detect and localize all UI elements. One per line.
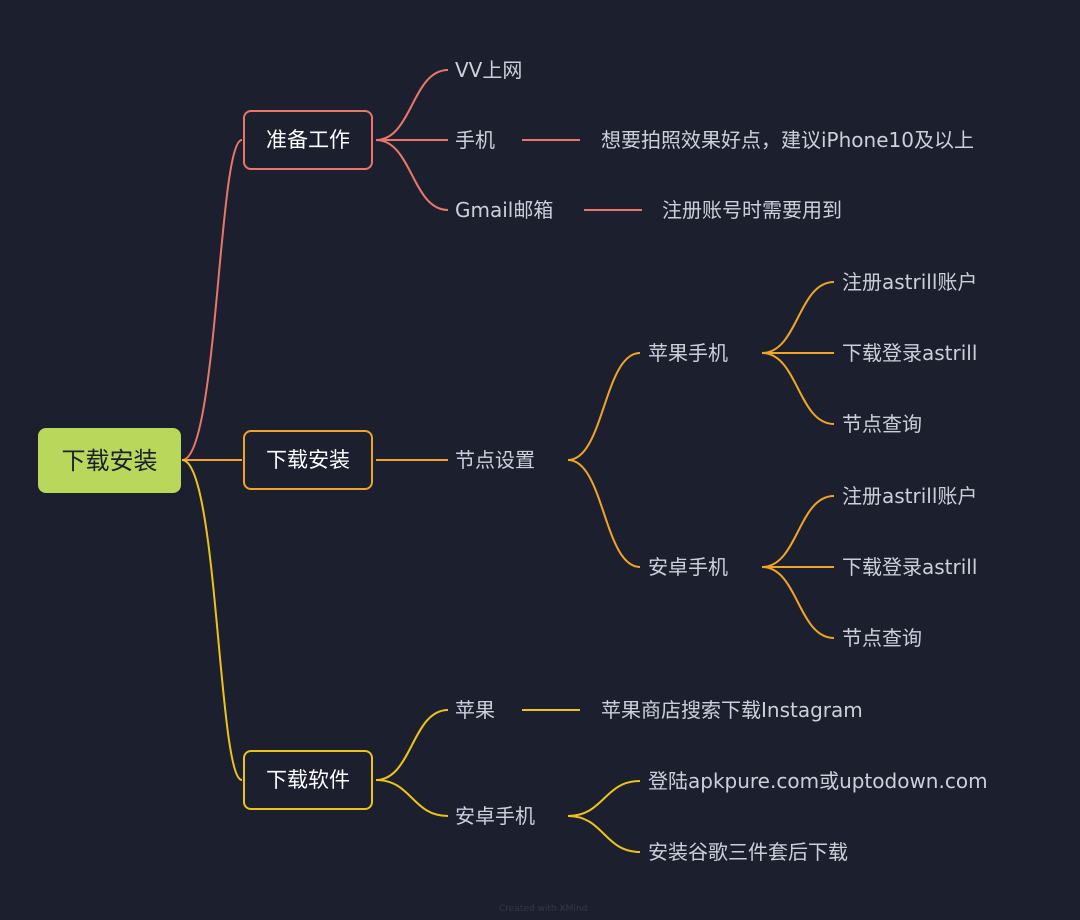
topic-gmail-note[interactable]: 注册账号时需要用到	[662, 198, 842, 222]
topic-apple-step[interactable]: 下载登录astrill	[842, 341, 978, 365]
edge-android-step-a	[567, 780, 641, 817]
topic-apple-step[interactable]: 节点查询	[842, 412, 922, 436]
edge-node-apple	[567, 352, 641, 461]
branch-prepare[interactable]: 准备工作	[243, 110, 373, 170]
topic-phone-note[interactable]: 想要拍照效果好点，建议iPhone10及以上	[601, 128, 974, 152]
edge-apple-step3	[761, 352, 835, 425]
watermark: Created with XMind	[499, 904, 588, 914]
root-topic[interactable]: 下载安装	[38, 428, 181, 493]
topic-apple[interactable]: 苹果	[455, 698, 495, 722]
edge-android-step-b	[567, 815, 641, 853]
topic-gmail[interactable]: Gmail邮箱	[455, 198, 554, 222]
branch-software[interactable]: 下载软件	[243, 750, 373, 810]
topic-android-install-step[interactable]: 安装谷歌三件套后下载	[648, 840, 848, 864]
topic-android[interactable]: 安卓手机	[455, 804, 535, 828]
topic-android-step[interactable]: 下载登录astrill	[842, 555, 978, 579]
topic-android-phone[interactable]: 安卓手机	[648, 555, 728, 579]
edge-android-step3	[761, 566, 835, 639]
topic-android-install-step[interactable]: 登陆apkpure.com或uptodown.com	[648, 769, 988, 793]
topic-phone[interactable]: 手机	[455, 128, 495, 152]
edge-software-android	[375, 779, 449, 817]
branch-install[interactable]: 下载安装	[243, 430, 373, 490]
topic-apple-step[interactable]: 注册astrill账户	[842, 270, 978, 294]
edge-android-step1	[761, 495, 835, 568]
edge-apple-step1	[761, 281, 835, 354]
topic-node-setup[interactable]: 节点设置	[455, 448, 535, 472]
topic-vv[interactable]: VV上网	[455, 58, 523, 82]
edge-node-android	[567, 459, 641, 568]
edge-root-prepare	[181, 139, 243, 461]
edge-software-apple	[375, 709, 449, 781]
topic-apple-phone[interactable]: 苹果手机	[648, 341, 728, 365]
topic-apple-note[interactable]: 苹果商店搜索下载Instagram	[601, 698, 863, 722]
edge-prepare-gmail	[375, 139, 449, 211]
topic-android-step[interactable]: 节点查询	[842, 626, 922, 650]
edge-prepare-vv	[375, 69, 449, 141]
topic-android-step[interactable]: 注册astrill账户	[842, 484, 978, 508]
edge-root-software	[181, 459, 243, 781]
